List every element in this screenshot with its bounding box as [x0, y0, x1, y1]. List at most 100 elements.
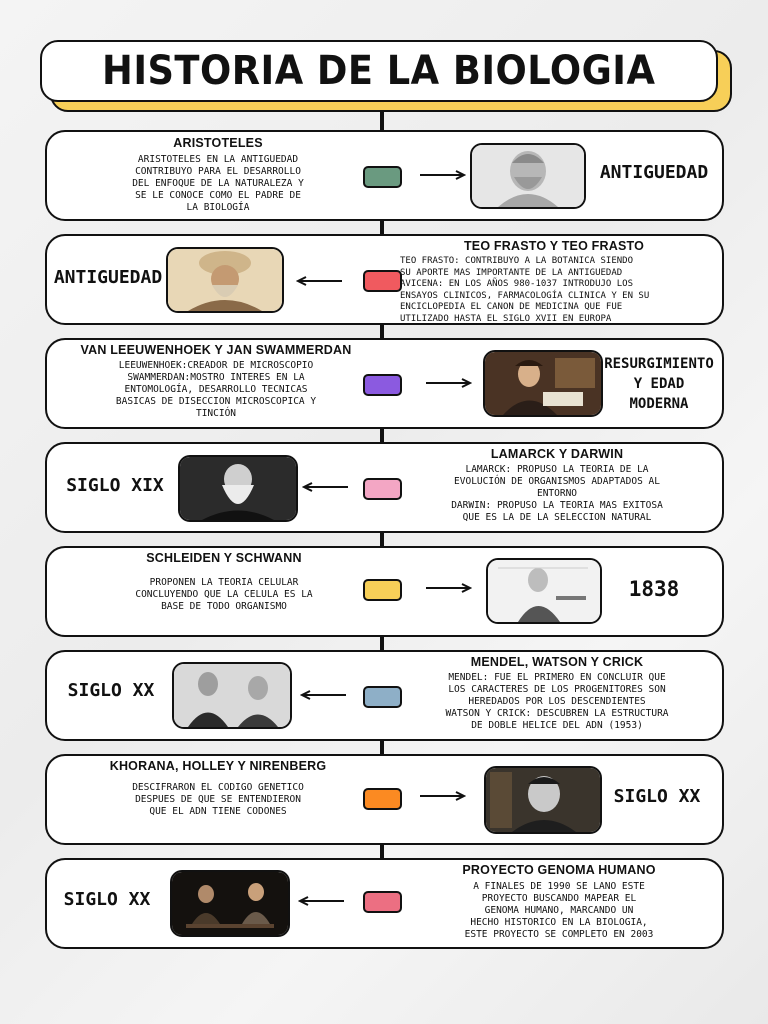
- text-block: LAMARCK Y DARWIN LAMARCK: PROPUSO LA TEO…: [404, 447, 710, 524]
- arrow-left-icon: [298, 896, 344, 906]
- body-line: ENTOMOLOGÍA, DESARROLLO TECNICAS: [124, 384, 308, 395]
- entry-heading: TEO FRASTO Y TEO FRASTO: [463, 239, 645, 253]
- text-block: TEO FRASTO Y TEO FRASTO TEO FRASTO: CONT…: [400, 239, 708, 325]
- entry-heading: PROYECTO GENOMA HUMANO: [462, 863, 656, 877]
- body-line: ENTORNO: [536, 488, 578, 499]
- body-line: MENDEL: FUE EL PRIMERO EN CONCLUIR QUE: [448, 672, 666, 683]
- body-line: A FINALES DE 1990 SE LANO ESTE: [473, 881, 645, 892]
- body-line: PROPONEN LA TEORIA CELULAR: [149, 577, 299, 588]
- text-block: VAN LEEUWENHOEK Y JAN SWAMMERDAN LEEUWEN…: [60, 343, 372, 420]
- era-label: SIGLO XX: [63, 889, 151, 910]
- arrow-left-icon: [302, 482, 348, 492]
- body-line: LA BIOLOGÍA: [186, 202, 250, 213]
- body-line: GENOMA HUMANO, MARCANDO UN: [484, 905, 634, 916]
- entry-body: PROPONEN LA TEORIA CELULAR CONCLUYENDO Q…: [78, 577, 370, 613]
- text-block: MENDEL, WATSON Y CRICK MENDEL: FUE EL PR…: [404, 655, 710, 732]
- text-block: ARISTOTELES ARISTOTELES EN LA ANTIGUEDAD…: [88, 136, 348, 214]
- entry-body: DESCIFRARON EL CODIGO GENETICO DESPUES D…: [66, 782, 370, 818]
- entry-heading: MENDEL, WATSON Y CRICK: [470, 655, 644, 669]
- body-line: LOS CARACTERES DE LOS PROGENITORES SON: [448, 684, 666, 695]
- body-line: DESCIFRARON EL CODIGO GENETICO: [132, 782, 304, 793]
- era-label: SIGLO XX: [67, 680, 155, 701]
- era-label: ANTIGUEDAD: [599, 162, 709, 183]
- body-line: AVICENA: EN LOS AÑOS 980-1037 INTRODUJO …: [400, 279, 633, 289]
- timeline-marker: [363, 478, 402, 500]
- era-line: MODERNA: [629, 396, 689, 412]
- era-line: RESURGIMIENTO: [604, 356, 714, 372]
- era-label: RESURGIMIENTO Y EDAD MODERNA: [600, 354, 718, 414]
- genome-scientists-photo: [170, 870, 290, 937]
- arrow-right-icon: [426, 583, 472, 593]
- timeline-marker: [363, 891, 402, 913]
- entry-heading: VAN LEEUWENHOEK Y JAN SWAMMERDAN: [80, 343, 352, 357]
- entry-heading: LAMARCK Y DARWIN: [490, 447, 624, 461]
- body-line: QUE ES LA DE LA SELECCION NATURAL: [462, 512, 652, 523]
- timeline-marker: [363, 686, 402, 708]
- body-line: PROYECTO BUSCANDO MAPEAR EL: [481, 893, 637, 904]
- page-title: HISTORIA DE LA BIOLOGIA: [102, 48, 656, 94]
- schwann-engraving: [486, 558, 602, 624]
- body-line: ARISTOTELES EN LA ANTIGUEDAD: [137, 154, 299, 165]
- body-line: HECHO HISTORICO EN LA BIOLOGIA,: [470, 917, 648, 928]
- watson-crick-photo: [172, 662, 292, 729]
- era-line: Y EDAD: [633, 376, 685, 392]
- body-line: DEL ENFOQUE DE LA NATURALEZA Y: [132, 178, 304, 189]
- entry-heading: ARISTOTELES: [173, 136, 263, 150]
- era-label: SIGLO XX: [613, 786, 701, 807]
- arrow-right-icon: [420, 170, 466, 180]
- body-line: ESTE PROYECTO SE COMPLETO EN 2003: [464, 929, 654, 940]
- timeline-marker: [363, 579, 402, 601]
- entry-body: LEEUWENHOEK:CREADOR DE MICROSCOPIO SWAMM…: [60, 360, 372, 420]
- entry-body: LAMARCK: PROPUSO LA TEORIA DE LA EVOLUCI…: [404, 464, 710, 524]
- body-line: HEREDADOS POR LOS DESCENDIENTES: [468, 696, 646, 707]
- body-line: CONTRIBUYO PARA EL DESARROLLO: [135, 166, 301, 177]
- arrow-left-icon: [300, 690, 346, 700]
- text-block: KHORANA, HOLLEY Y NIRENBERG DESCIFRARON …: [66, 759, 370, 818]
- body-line: SE LE CONOCE COMO EL PADRE DE: [135, 190, 301, 201]
- body-line: LAMARCK: PROPUSO LA TEORIA DE LA: [465, 464, 649, 475]
- body-line: UTILIZADO HASTA EL SIGLO XVII EN EUROPA: [400, 313, 612, 324]
- arrow-right-icon: [420, 791, 466, 801]
- entry-body: ARISTOTELES EN LA ANTIGUEDAD CONTRIBUYO …: [88, 154, 348, 214]
- era-label: SIGLO XIX: [66, 475, 164, 496]
- body-line: TEO FRASTO: CONTRIBUYO A LA BOTANICA SIE…: [400, 256, 633, 266]
- timeline-marker: [363, 166, 402, 188]
- body-line: ENCICLOPEDIA EL CANON DE MEDICINA QUE FU…: [400, 302, 623, 312]
- body-line: WATSON Y CRICK: DESCUBREN LA ESTRUCTURA: [445, 708, 669, 719]
- body-line: BASICAS DE DISECCION MICROSCOPICA Y: [115, 396, 317, 407]
- body-line: CONCLUYENDO QUE LA CELULA ES LA: [135, 589, 313, 600]
- title-box: HISTORIA DE LA BIOLOGIA: [40, 40, 718, 102]
- body-line: QUE EL ADN TIENE CODONES: [149, 806, 287, 817]
- entry-body: TEO FRASTO: CONTRIBUYO A LA BOTANICA SIE…: [400, 256, 708, 325]
- body-line: TINCIÓN: [195, 408, 237, 419]
- text-block: PROYECTO GENOMA HUMANO A FINALES DE 1990…: [414, 863, 704, 941]
- nirenberg-photo: [484, 766, 602, 834]
- body-line: BASE DE TODO ORGANISMO: [161, 601, 287, 612]
- body-line: DESPUES DE QUE SE ENTENDIERON: [135, 794, 301, 805]
- timeline-card-leeuwenhoek: [45, 338, 724, 429]
- aristotle-bust-portrait: [470, 143, 586, 209]
- body-line: SU APORTE MAS IMPORTANTE DE LA ANTIGUEDA…: [400, 267, 623, 278]
- timeline-marker: [363, 374, 402, 396]
- entry-body: MENDEL: FUE EL PRIMERO EN CONCLUIR QUE L…: [404, 672, 710, 732]
- body-line: LEEUWENHOEK:CREADOR DE MICROSCOPIO: [118, 360, 314, 371]
- timeline-marker: [363, 788, 402, 810]
- entry-heading: SCHLEIDEN Y SCHWANN: [146, 551, 302, 565]
- avicenna-portrait: [166, 247, 284, 313]
- body-line: EVOLUCIÓN DE ORGANISMOS ADAPTADOS AL: [454, 476, 660, 487]
- timeline-marker: [363, 270, 402, 292]
- darwin-portrait: [178, 455, 298, 522]
- text-block: SCHLEIDEN Y SCHWANN PROPONEN LA TEORIA C…: [78, 551, 370, 613]
- entry-heading: KHORANA, HOLLEY Y NIRENBERG: [109, 759, 327, 773]
- leeuwenhoek-painting: [483, 350, 603, 417]
- era-label: 1838: [628, 577, 680, 601]
- arrow-left-icon: [296, 276, 342, 286]
- entry-body: A FINALES DE 1990 SE LANO ESTE PROYECTO …: [414, 881, 704, 941]
- timeline-card-khorana: [45, 754, 724, 845]
- body-line: SWAMMERDAN:MOSTRO INTERES EN LA: [127, 372, 305, 383]
- title-banner: HISTORIA DE LA BIOLOGIA: [40, 40, 732, 112]
- body-line: DE DOBLE HELICE DEL ADN (1953): [471, 720, 643, 731]
- arrow-right-icon: [426, 378, 472, 388]
- body-line: ENSAYOS CLINICOS, FARMACOLOGÍA CLINICA Y…: [400, 290, 650, 301]
- era-label: ANTIGUEDAD: [53, 267, 163, 288]
